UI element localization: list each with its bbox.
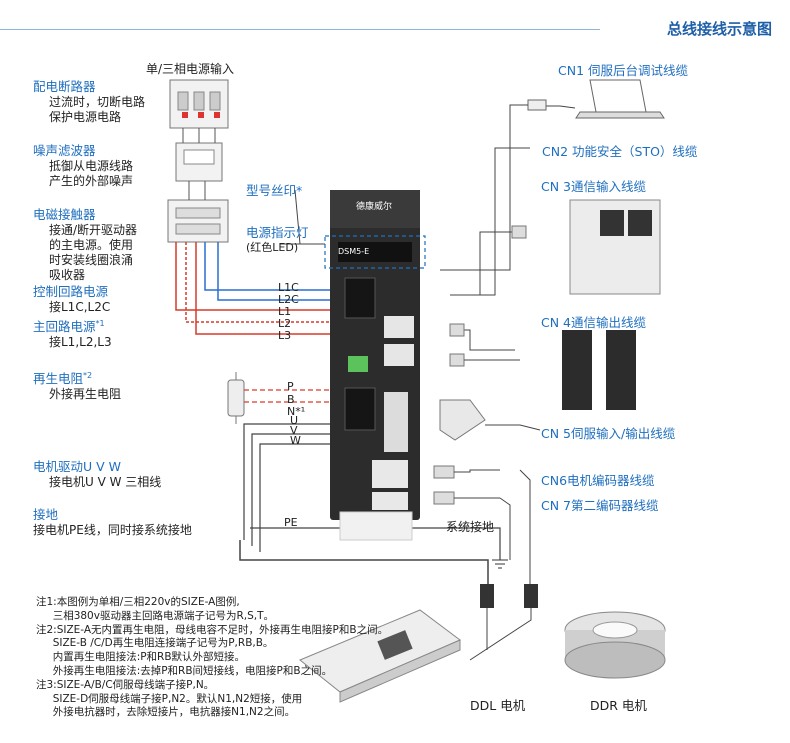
terminal-l1c: L1C (278, 281, 299, 294)
left-item-desc: 产生的外部噪声 (49, 174, 134, 188)
left-item-desc: 过流时，切断电路 (49, 95, 146, 109)
terminal-l3: L3 (278, 329, 292, 342)
power-input-label: 单/三相电源输入 (146, 62, 235, 76)
notes-block: 注1:本图例为单相/三相220v的SIZE-A图例, 三相380v驱动器主回路电… (36, 596, 388, 720)
left-item-desc: 抵御从电源线路 (49, 159, 134, 173)
power-led-sub: (红色LED) (246, 241, 299, 254)
note-line: 注2:SIZE-A无内置再生电阻，母线电容不足时，外接再生电阻接P和B之间。 (36, 623, 389, 636)
laptop-icon (575, 79, 665, 119)
ddl-motor-icon (299, 609, 461, 703)
servo-drive (330, 190, 420, 541)
terminal-w: W (290, 434, 301, 447)
power-led-label: 电源指示灯 (246, 225, 309, 240)
terminal-b: B (287, 393, 295, 406)
note-line: 外接电抗器时，去除短接片，电抗器接N1,N2之间。 (36, 706, 296, 719)
ddl-motor-label: DDL 电机 (470, 698, 526, 713)
left-item-ground: 接地 接电机PE线，同时接系统接地 (33, 504, 192, 538)
terminal-u: U (290, 414, 299, 427)
left-item-desc: 时安装线圈浪涌 (49, 253, 134, 267)
circuit-breaker-icon (169, 79, 229, 129)
left-item-regen: 再生电阻*2 外接再生电阻 (33, 368, 121, 402)
model-label: 型号丝印* (246, 183, 303, 198)
left-item-title: 噪声滤波器 (33, 143, 96, 158)
terminal-p: P (287, 380, 294, 393)
left-item-title: 配电断路器 (33, 79, 96, 94)
terminal-n: N*¹ (287, 405, 306, 418)
regen-resistor-icon (227, 372, 245, 424)
drive-model: DSM5-E (338, 247, 370, 256)
left-item-desc: 的主电源。使用 (49, 238, 134, 252)
note-line: 注3:SIZE-A/B/C伺服母线端子接P,N。 (36, 678, 215, 691)
left-item-desc: 接L1,L2,L3 (49, 335, 112, 349)
ddr-motor-icon (564, 611, 666, 679)
terminal-l2: L2 (278, 317, 292, 330)
left-item-desc: 接通/断开驱动器 (49, 223, 138, 237)
terminal-v: V (290, 424, 298, 437)
page-title: 总线接线示意图 (666, 20, 772, 38)
left-item-desc: 接电机U V W 三相线 (49, 475, 162, 489)
note-line: 三相380v驱动器主回路电源端子记号为R,S,T。 (36, 609, 274, 622)
ddr-motor-label: DDR 电机 (590, 698, 647, 713)
title-divider (0, 29, 600, 30)
cn6-label: CN6电机编码器线缆 (541, 473, 655, 488)
cn4-label: CN 4通信输出线缆 (541, 315, 647, 330)
noise-filter-icon (175, 142, 223, 182)
left-item-desc: 保护电源电路 (49, 110, 122, 124)
left-item-filter: 噪声滤波器 抵御从电源线路 产生的外部噪声 (33, 140, 133, 189)
left-item-title: 再生电阻 (33, 371, 84, 386)
terminal-l2c: L2C (278, 293, 299, 306)
left-item-motor-drive: 电机驱动U V W 接电机U V W 三相线 (33, 456, 161, 490)
left-item-sup: *2 (83, 370, 93, 380)
cn5-connector-icon (439, 399, 486, 441)
left-item-desc: 外接再生电阻 (49, 387, 122, 401)
ground-symbol (492, 559, 508, 569)
left-item-title: 电机驱动U V W (33, 459, 122, 474)
left-item-title: 控制回路电源 (33, 284, 109, 299)
note-line: SIZE-B /C/D再生电阻连接端子记号为P,RB,B。 (36, 637, 274, 650)
left-item-breaker: 配电断路器 过流时，切断电路 保护电源电路 (33, 76, 145, 125)
cn1-label: CN1 伺服后台调试线缆 (558, 63, 689, 78)
left-item-contactor: 电磁接触器 接通/断开驱动器 的主电源。使用 时安装线圈浪涌 吸收器 (33, 204, 137, 283)
cn7-label: CN 7第二编码器线缆 (541, 498, 659, 513)
left-item-main-power: 主回路电源*1 接L1,L2,L3 (33, 316, 112, 350)
left-item-control-power: 控制回路电源 接L1C,L2C (33, 281, 110, 315)
cn2-label: CN2 功能安全（STO）线缆 (542, 144, 698, 159)
drive-brand: 德康威尔 (356, 202, 393, 212)
note-line: 注1:本图例为单相/三相220v的SIZE-A图例, (36, 596, 240, 608)
left-item-sup: *1 (95, 318, 105, 328)
left-item-desc: 吸收器 (49, 268, 86, 282)
system-ground-label: 系统接地 (446, 520, 495, 534)
terminal-pe: PE (284, 516, 298, 529)
left-item-desc: 接电机PE线，同时接系统接地 (33, 523, 192, 537)
cn5-label: CN 5伺服输入/输出线缆 (541, 426, 676, 441)
left-item-desc: 接L1C,L2C (49, 300, 111, 314)
contactor-icon (167, 199, 229, 243)
left-item-title: 接地 (33, 507, 59, 522)
note-line: 内置再生电阻接法:P和RB默认外部短接。 (36, 651, 246, 664)
left-item-title: 主回路电源 (33, 319, 96, 334)
left-item-title: 电磁接触器 (33, 207, 96, 222)
note-line: SIZE-D伺服母线端子接P,N2。默认N1,N2短接，使用 (36, 692, 303, 705)
note-line: 外接再生电阻接法:去掉P和RB间短接线，电阻接P和B之间。 (36, 664, 333, 677)
cn4-device-icon (562, 330, 636, 410)
terminal-l1: L1 (278, 305, 292, 318)
cn3-label: CN 3通信输入线缆 (541, 179, 647, 194)
cn3-device-icon (569, 199, 661, 295)
